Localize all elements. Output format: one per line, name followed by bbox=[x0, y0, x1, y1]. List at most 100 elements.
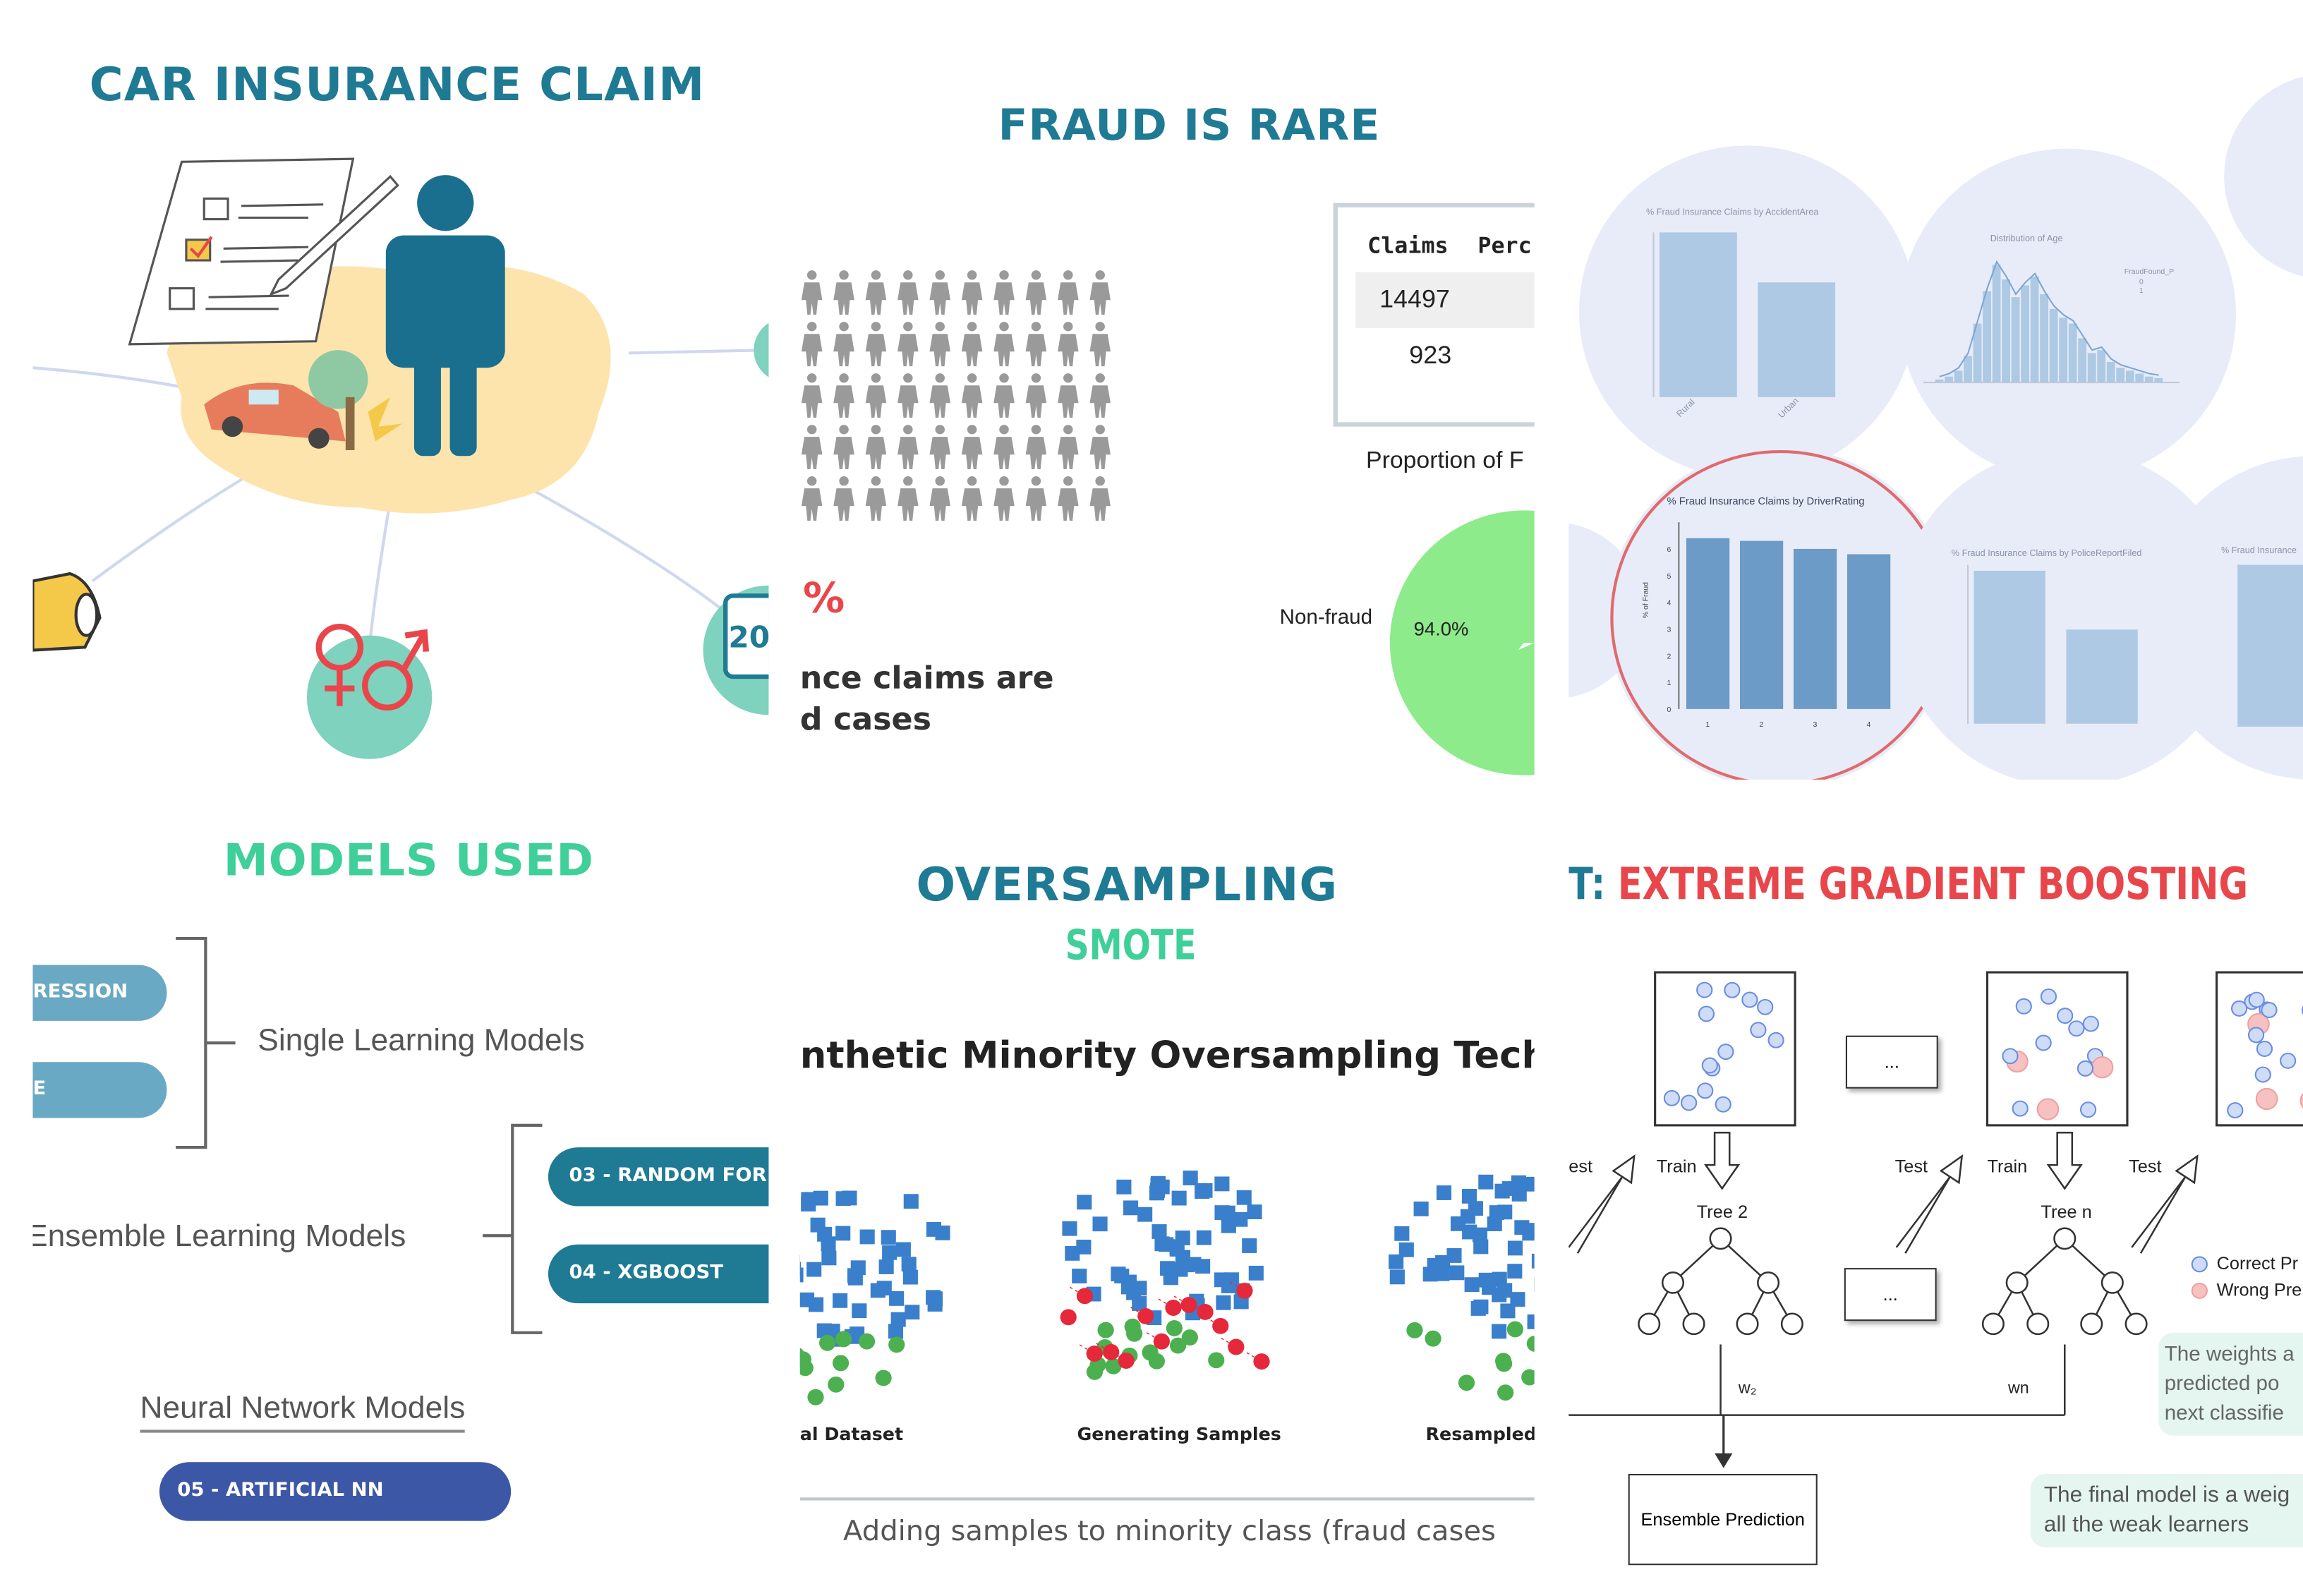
car-icon bbox=[32, 572, 102, 652]
person-pictogram bbox=[1089, 425, 1111, 470]
minority-sample bbox=[1169, 1337, 1187, 1354]
person-pictogram bbox=[961, 322, 983, 367]
pill-regression[interactable]: RESSION bbox=[32, 965, 167, 1021]
majority-sample bbox=[1492, 1271, 1507, 1287]
cluster-generating bbox=[1060, 1171, 1270, 1380]
correct-point bbox=[2082, 1015, 2099, 1032]
chart2-bar bbox=[2021, 285, 2030, 383]
majority-sample bbox=[859, 1229, 875, 1245]
person-pictogram bbox=[897, 425, 919, 470]
minority-sample bbox=[1506, 1321, 1523, 1338]
pill-tree[interactable]: E bbox=[32, 1062, 167, 1118]
cluster-resampled bbox=[1389, 1174, 1535, 1401]
xgboost-title-main: EXTREME GRADIENT BOOSTING bbox=[1617, 859, 2249, 911]
minority-sample bbox=[807, 1389, 824, 1405]
pie-slice-fraud bbox=[1518, 643, 1535, 651]
tree-node bbox=[2053, 1227, 2077, 1250]
oversampling-footer: Adding samples to minority class (fraud … bbox=[842, 1515, 1496, 1548]
xgboost-title: T: EXTREME GRADIENT BOOSTING bbox=[1568, 859, 2248, 911]
chart2-bar bbox=[1983, 291, 1991, 383]
pie-pct-nonfraud: 94.0% bbox=[1413, 617, 1469, 640]
minority-sample bbox=[1105, 1358, 1122, 1374]
oversampling-description: nthetic Minority Oversampling Techniq bbox=[799, 1034, 1535, 1077]
majority-sample bbox=[1195, 1184, 1210, 1199]
person-pictogram bbox=[897, 373, 919, 418]
synthetic-sample bbox=[1060, 1309, 1077, 1326]
majority-sample bbox=[1216, 1295, 1231, 1310]
pill-random-forest[interactable]: 03 - RANDOM FOR bbox=[548, 1147, 769, 1207]
label-test-3: Test bbox=[2129, 1156, 2162, 1177]
pill-xgboost-label: 04 - XGBOOST bbox=[569, 1262, 724, 1285]
person-pictogram bbox=[865, 425, 887, 470]
chart3-ytick: 2 bbox=[1667, 653, 1672, 660]
person-pictogram bbox=[1058, 322, 1079, 367]
claim-title: CAR INSURANCE CLAIM bbox=[89, 59, 706, 112]
correct-point bbox=[2227, 1102, 2244, 1119]
chart3-ytick: 1 bbox=[1667, 679, 1672, 687]
fraud-caption-line2: d cases bbox=[799, 701, 932, 737]
interpolation-line bbox=[1111, 1351, 1127, 1362]
note-weights-line3: next classifie bbox=[2164, 1400, 2284, 1425]
person-pictogram bbox=[1058, 425, 1079, 470]
correct-point bbox=[1741, 991, 1758, 1008]
ellipsis-box-1: ... bbox=[1845, 1035, 1938, 1089]
pill-ann[interactable]: 05 - ARTIFICIAL NN bbox=[159, 1462, 512, 1521]
correct-point bbox=[1767, 1032, 1784, 1048]
fraud-panel: FRAUD IS RARE % nce claims are d cases C… bbox=[799, 0, 1535, 780]
tree-node bbox=[1682, 1312, 1705, 1336]
person-pictogram bbox=[1089, 373, 1111, 418]
correct-point bbox=[2015, 998, 2032, 1015]
person-pictogram bbox=[865, 373, 887, 418]
majority-sample bbox=[1497, 1204, 1513, 1220]
chart2-kde-line bbox=[1939, 260, 2159, 377]
minority-sample bbox=[1406, 1322, 1423, 1338]
chart2-legend-1: 1 bbox=[2139, 286, 2144, 296]
label-test-2: Test bbox=[1894, 1156, 1928, 1177]
wrong-point bbox=[2091, 1056, 2114, 1079]
minority-sample bbox=[1166, 1320, 1183, 1336]
chart2-bar bbox=[2030, 276, 2039, 383]
majority-sample bbox=[1461, 1188, 1477, 1204]
chart2-legend-0: 0 bbox=[2139, 278, 2144, 287]
correct-point bbox=[2261, 1002, 2278, 1018]
crashed-car-icon bbox=[204, 382, 346, 449]
majority-sample bbox=[1072, 1269, 1087, 1283]
oversampling-panel: OVERSAMPLING SMOTE nthetic Minority Over… bbox=[799, 806, 1535, 1596]
correct-point bbox=[1681, 1094, 1698, 1111]
claim-form-icon bbox=[128, 157, 399, 346]
pill-xgboost[interactable]: 04 - XGBOOST bbox=[548, 1244, 769, 1304]
majority-sample bbox=[870, 1283, 885, 1298]
chart2-bar bbox=[2002, 279, 2010, 383]
majority-sample bbox=[1175, 1250, 1191, 1265]
majority-sample bbox=[835, 1226, 851, 1241]
footer-divider bbox=[799, 1497, 1535, 1501]
person-pictogram bbox=[1089, 476, 1111, 521]
xgboost-diagram bbox=[1568, 971, 2303, 1468]
chart3-bar bbox=[1739, 540, 1784, 709]
table-cell-fraud-count: 14497 bbox=[1379, 285, 1450, 314]
chart3-ytick: 3 bbox=[1667, 627, 1672, 634]
majority-sample bbox=[1413, 1201, 1429, 1216]
correct-point bbox=[2068, 1020, 2085, 1037]
majority-sample bbox=[1450, 1216, 1466, 1231]
pill-tree-label: E bbox=[32, 1078, 47, 1101]
chart3-ytick: 4 bbox=[1667, 600, 1672, 607]
synthetic-sample bbox=[1212, 1317, 1229, 1334]
correct-point bbox=[2254, 1066, 2271, 1083]
person-pictogram bbox=[993, 373, 1015, 418]
interpolation-line bbox=[1229, 1281, 1245, 1292]
person-pictogram bbox=[929, 425, 951, 470]
person-pictogram bbox=[961, 373, 983, 418]
interpolation-line bbox=[1096, 1343, 1112, 1353]
chart5-bars bbox=[2237, 564, 2303, 727]
dataset-box-next bbox=[2216, 971, 2303, 1127]
synthetic-sample bbox=[1076, 1288, 1094, 1305]
synthetic-sample bbox=[1137, 1307, 1154, 1324]
wrong-point bbox=[2255, 1087, 2278, 1111]
synthetic-sample bbox=[1153, 1333, 1170, 1350]
majority-sample bbox=[1121, 1274, 1137, 1290]
correct-point bbox=[2077, 1060, 2094, 1077]
person-pictogram bbox=[1025, 373, 1047, 418]
tree-n bbox=[1981, 1227, 2148, 1336]
